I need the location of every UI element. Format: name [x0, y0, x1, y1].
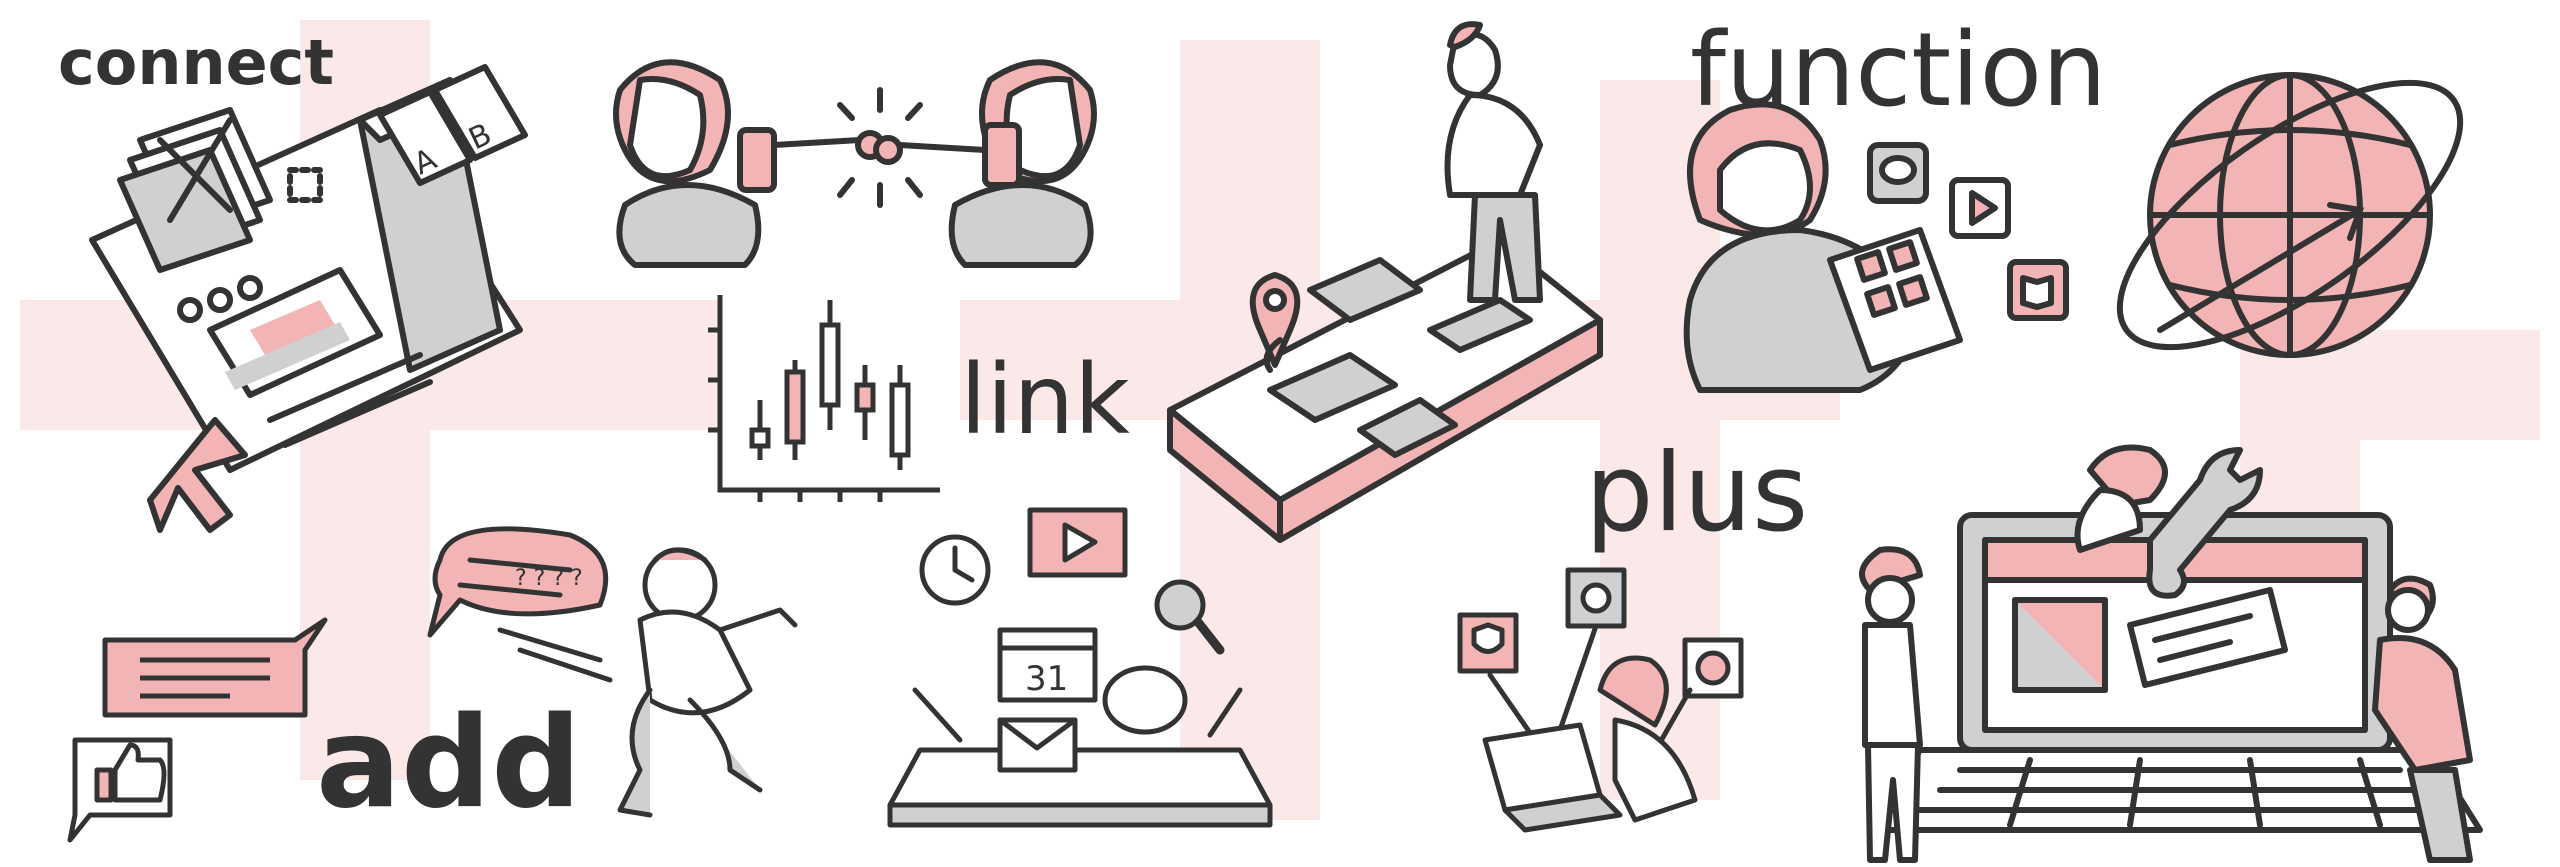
candlestick-chart-icon	[708, 295, 940, 502]
word-connect: connect	[58, 26, 335, 99]
workers-building-laptop-illustration	[1859, 444, 2483, 863]
person-on-map-illustration	[1167, 21, 1603, 543]
woman-with-tablet-apps-illustration	[1683, 101, 2069, 393]
speech-bubble-likes-icon	[67, 617, 328, 843]
globe-with-orbit-icon	[2116, 72, 2464, 358]
question-marks: ? ? ? ?	[515, 566, 583, 591]
word-link: link	[960, 344, 1130, 456]
word-function: function	[1690, 11, 2107, 130]
word-plus: plus	[1585, 431, 1809, 556]
two-people-phones-linked-illustration	[613, 59, 1097, 268]
running-man-with-speech-bubble: ? ? ? ?	[427, 526, 798, 818]
calendar-day: 31	[1025, 659, 1068, 699]
word-add: add	[316, 689, 582, 836]
tablet-with-app-icons-illustration: 31	[887, 507, 1273, 828]
person-at-laptop-with-icons	[1457, 567, 1744, 833]
web-page-cursor-illustration	[89, 64, 528, 533]
